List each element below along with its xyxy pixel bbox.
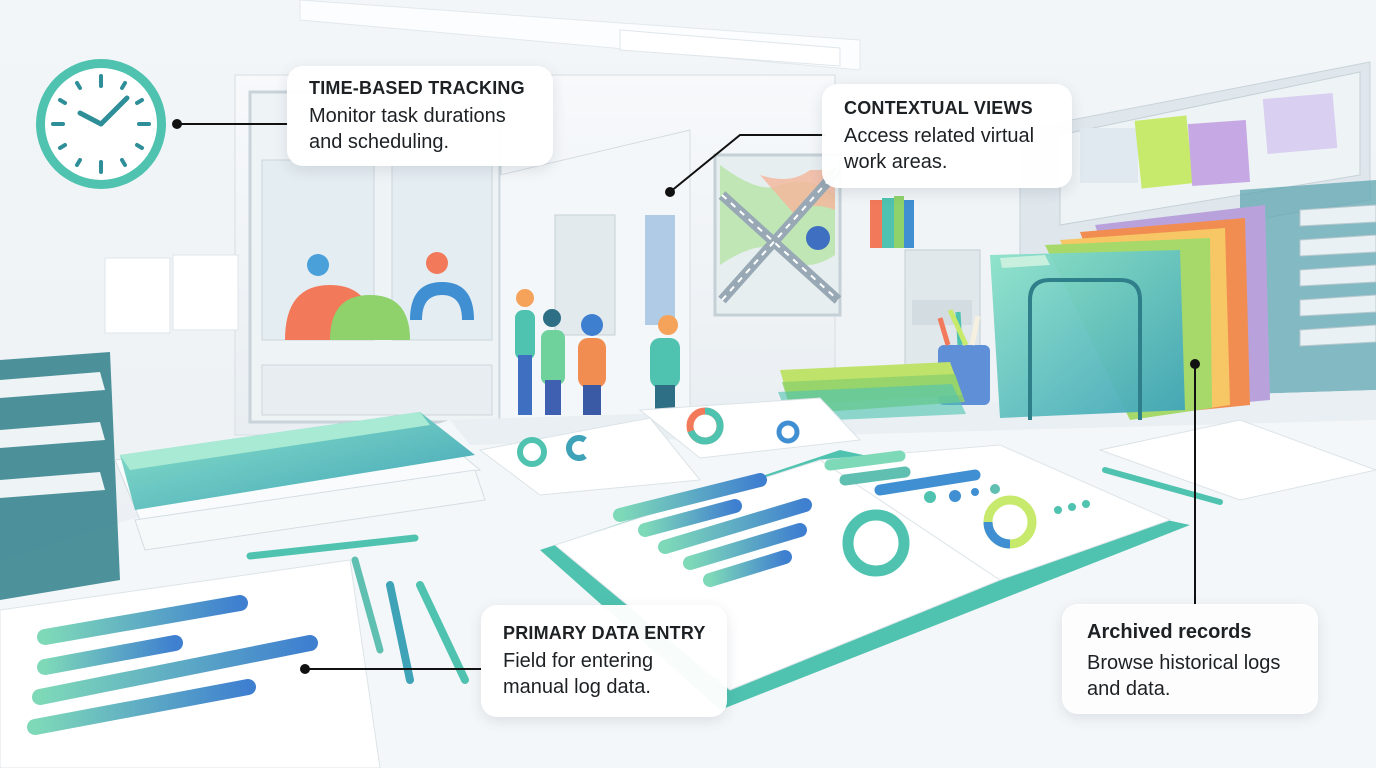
- leader-line-time: [178, 123, 288, 125]
- callout-description: Field for entering manual log data.: [503, 650, 654, 698]
- leader-line-primary: [305, 668, 481, 670]
- callout-title: PRIMARY DATA ENTRY: [503, 623, 706, 643]
- leader-line-archive: [1194, 364, 1196, 604]
- pen-icon: [246, 467, 1223, 684]
- callout-description: Access related virtual work areas.: [844, 125, 1035, 173]
- callout-title: CONTEXTUAL VIEWS: [844, 98, 1033, 118]
- folder-icon: [990, 205, 1270, 420]
- callout-contextual-views: CONTEXTUAL VIEWS Access related virtual …: [822, 84, 1072, 188]
- callout-archived-records: Archived records Browse historical logs …: [1062, 604, 1318, 714]
- callout-title: TIME-BASED TRACKING: [309, 78, 525, 98]
- people-icon: [515, 289, 680, 415]
- callout-time-tracking: TIME-BASED TRACKING Monitor task duratio…: [287, 66, 553, 166]
- callout-title: Archived records: [1087, 621, 1252, 643]
- callout-primary-data-entry: PRIMARY DATA ENTRY Field for entering ma…: [481, 605, 727, 717]
- leader-line-context: [669, 134, 825, 193]
- map-icon: [713, 153, 842, 317]
- callout-description: Monitor task durations and scheduling.: [309, 105, 506, 153]
- callout-description: Browse historical logs and data.: [1087, 652, 1281, 700]
- leader-dot-time: [172, 119, 182, 129]
- clock-icon: [36, 59, 166, 189]
